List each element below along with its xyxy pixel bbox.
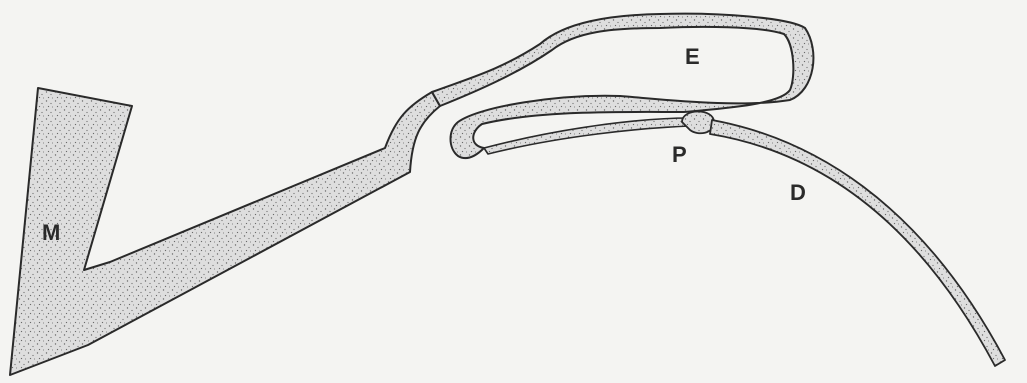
label-d: D [790, 180, 806, 206]
membrane-to-p [484, 118, 690, 154]
layer-d-arc [710, 120, 1005, 366]
label-m: M [42, 220, 60, 246]
label-e: E [685, 44, 700, 70]
mass-m-region [10, 88, 440, 375]
label-p: P [672, 142, 687, 168]
knob-p [682, 112, 714, 134]
